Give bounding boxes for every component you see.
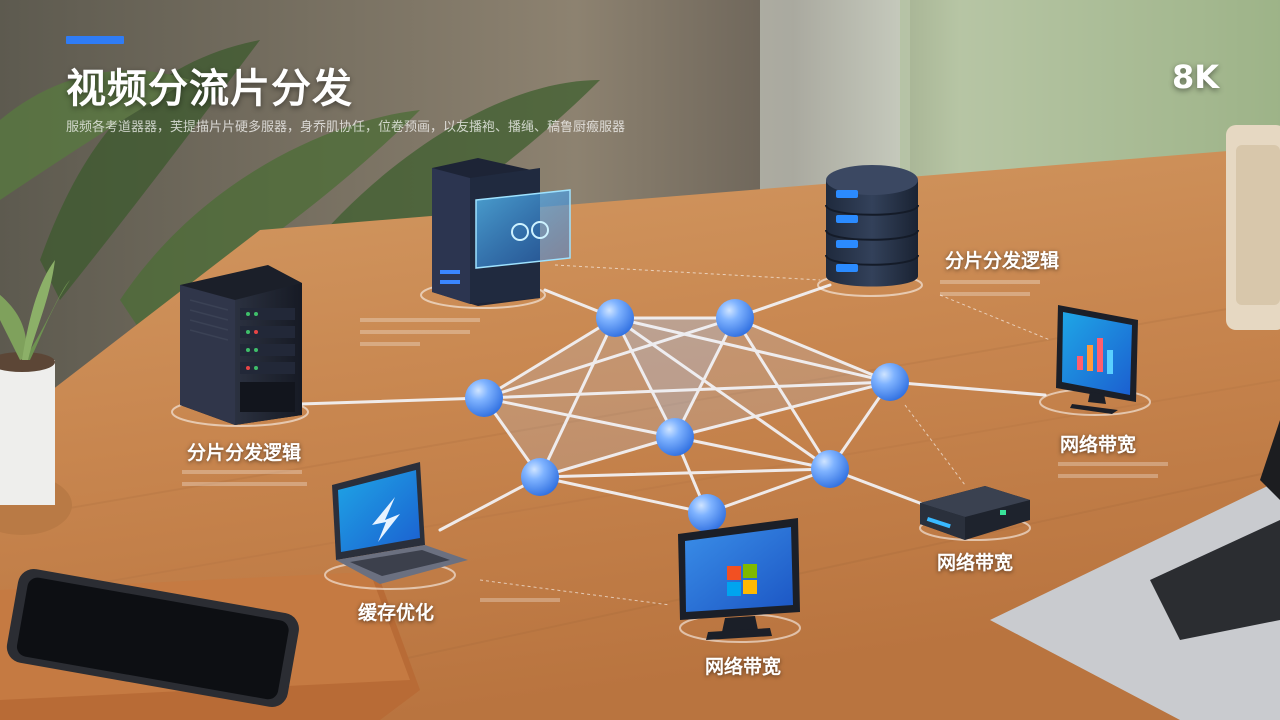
laptop-icon bbox=[332, 462, 468, 584]
server-rack-icon bbox=[180, 265, 302, 425]
phone-icon bbox=[0, 568, 420, 720]
database-icon bbox=[825, 165, 919, 287]
title-accent-bar bbox=[66, 36, 124, 44]
network-node bbox=[521, 458, 559, 496]
network-node bbox=[811, 450, 849, 488]
potted-plant bbox=[0, 260, 72, 535]
router-icon bbox=[920, 486, 1030, 540]
monitor-icon bbox=[1056, 305, 1138, 414]
monitor-icon-bottom bbox=[678, 518, 800, 640]
resolution-badge: 8K bbox=[1172, 58, 1220, 96]
network-node bbox=[716, 299, 754, 337]
network-node bbox=[656, 418, 694, 456]
network-node bbox=[465, 379, 503, 417]
network-nodes bbox=[465, 299, 909, 532]
network-node bbox=[871, 363, 909, 401]
page-title: 视频分流片分发 bbox=[66, 66, 353, 112]
network-node bbox=[596, 299, 634, 337]
label-database: 分片分发逻辑 bbox=[944, 250, 1060, 272]
label-router: 网络带宽 bbox=[936, 552, 1014, 574]
label-monitor-right: 网络带宽 bbox=[1059, 434, 1137, 456]
label-laptop: 缓存优化 bbox=[357, 602, 435, 624]
label-server-rack: 分片分发逻辑 bbox=[186, 442, 302, 464]
page-subtitle: 服频各考道器器，芙提描片片硬多服器，身乔肌协任，位卷预画，以友播袍、播绳、稿鲁厨… bbox=[66, 120, 706, 136]
subtitle-text: 服频各考道器器，芙提描片片硬多服器，身乔肌协任，位卷预画，以友播袍、播绳、稿鲁厨… bbox=[66, 120, 626, 135]
laptop-right bbox=[990, 420, 1280, 720]
label-monitor-bottom: 网络带宽 bbox=[704, 656, 782, 678]
cloud-server-icon bbox=[432, 158, 571, 306]
network-node bbox=[688, 494, 726, 532]
